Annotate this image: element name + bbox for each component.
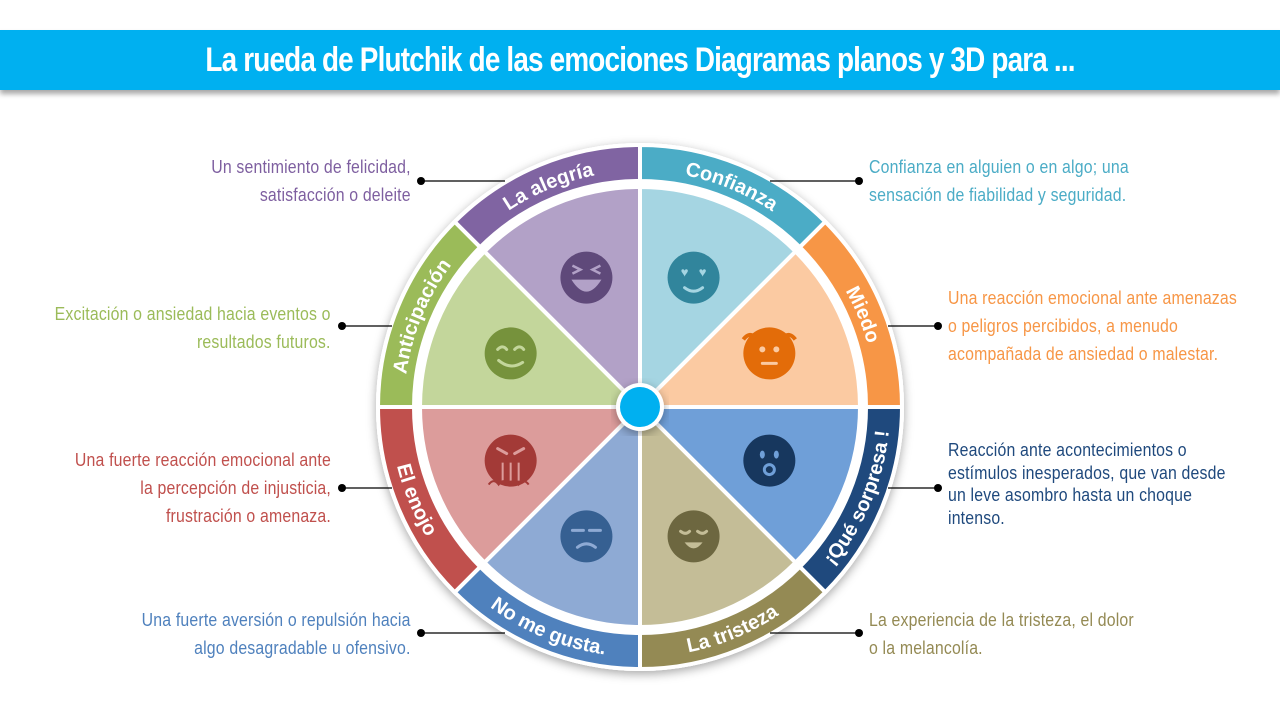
description-line: Una fuerte reacción emocional ante	[74, 450, 331, 470]
description-6: Excitación o ansiedad hacia eventos o res…	[55, 300, 331, 356]
description-line: estímulos inesperados, que van desde	[948, 462, 1226, 483]
description-line: frustración o amenaza.	[166, 506, 331, 526]
description-line: algo desagradable u ofensivo.	[194, 638, 411, 658]
connector-dot	[855, 629, 863, 637]
connector-dot	[934, 322, 942, 330]
wheel-segment-1[interactable]: Miedo	[635, 218, 905, 409]
description-line: o peligros percibidos, a menudo	[948, 316, 1178, 336]
inner-wedge	[638, 184, 799, 412]
description-line: o la melancolía.	[869, 638, 983, 658]
inner-wedge	[638, 402, 799, 630]
fearful-face-icon	[741, 327, 797, 380]
connector-dot	[855, 177, 863, 185]
surprised-face-icon	[743, 434, 796, 487]
wheel-segment-3[interactable]: La tristeza	[638, 402, 829, 672]
svg-text:♥: ♥	[681, 265, 689, 280]
angry-face-icon	[484, 434, 537, 487]
description-5: Una fuerte reacción emocional ante la per…	[75, 446, 331, 530]
title-banner: La rueda de Plutchik de las emociones Di…	[0, 30, 1280, 90]
description-line: Confianza en alguien o en algo; una	[869, 157, 1129, 177]
laughing-face-icon	[560, 251, 613, 304]
wheel-segment-6[interactable]: Anticipación	[375, 218, 645, 409]
inner-wedge	[635, 248, 863, 409]
sad-face-icon	[667, 510, 720, 563]
connector-dot	[417, 177, 425, 185]
page-title: La rueda de Plutchik de las emociones Di…	[205, 40, 1075, 79]
connector-dot	[417, 629, 425, 637]
wheel-segment-5[interactable]: El enojo	[375, 405, 645, 596]
inner-wedge	[481, 402, 642, 630]
connector-dot	[934, 484, 942, 492]
description-line: sensación de fiabilidad y seguridad.	[869, 185, 1127, 205]
description-line: Una reacción emocional ante amenazas	[948, 288, 1237, 308]
smiling-face-icon	[484, 327, 537, 380]
wheel-segment-2[interactable]: ¡Qué sorpresa !	[635, 405, 905, 596]
description-1: Una reacción emocional ante amenazas o pe…	[948, 284, 1237, 368]
heart-eyes-face-icon: ♥♥	[667, 251, 720, 304]
inner-wedge	[481, 184, 642, 412]
description-line: Excitación o ansiedad hacia eventos o	[55, 304, 331, 324]
description-line: La experiencia de la tristeza, el dolor	[869, 610, 1134, 630]
unamused-face-icon	[560, 510, 613, 563]
inner-wedge	[417, 248, 645, 409]
description-0: Confianza en alguien o en algo; una sensa…	[869, 153, 1129, 209]
wheel-segment-7[interactable]: La alegría	[451, 142, 642, 412]
description-line: un leve asombro hasta un choque	[948, 485, 1193, 505]
description-line: Una fuerte aversión o repulsión hacia	[142, 610, 411, 630]
description-line: satisfacción o deleite	[260, 185, 411, 205]
svg-text:♥: ♥	[699, 265, 707, 280]
connector-dot	[338, 484, 346, 492]
outer-band	[451, 142, 642, 251]
inner-wedge	[635, 405, 863, 566]
wheel-segment-0[interactable]: Confianza♥♥	[638, 142, 829, 412]
center-hub	[620, 387, 660, 427]
description-line: Un sentimiento de felicidad,	[211, 157, 411, 177]
description-line: acompañada de ansiedad o malestar.	[948, 344, 1219, 364]
description-7: Un sentimiento de felicidad, satisfacción…	[211, 153, 411, 209]
description-line: resultados futuros.	[197, 332, 331, 352]
description-4: Una fuerte aversión o repulsión hacia alg…	[142, 606, 411, 662]
description-line: Reacción ante acontecimientos o	[948, 440, 1187, 460]
description-line: la percepción de injusticia,	[140, 478, 331, 498]
description-3: La experiencia de la tristeza, el dolor o…	[869, 606, 1134, 662]
wheel-segment-4[interactable]: No me gusta.	[451, 402, 642, 672]
inner-wedge	[417, 405, 645, 566]
connector-dot	[338, 322, 346, 330]
description-line: intenso.	[948, 507, 1005, 528]
